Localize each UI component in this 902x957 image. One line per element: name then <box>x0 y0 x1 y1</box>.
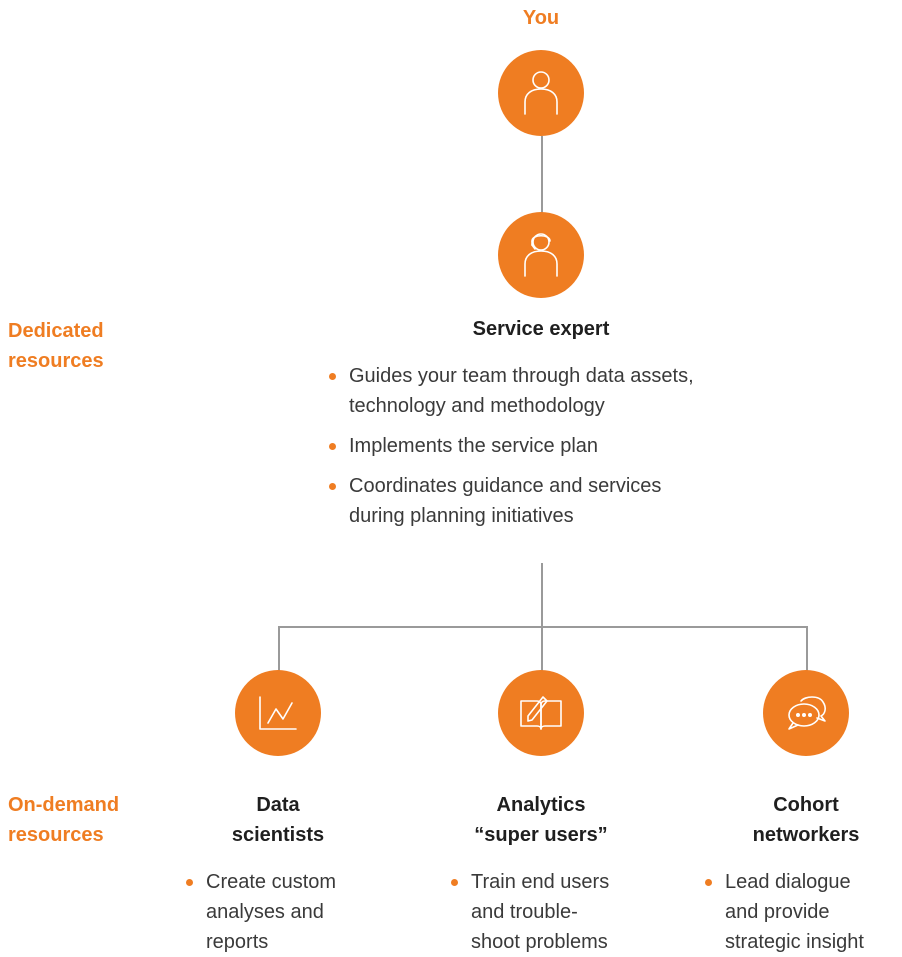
cohort-networkers-bullets: Lead dialogue and provide strategic insi… <box>703 867 901 957</box>
connector-horizontal <box>278 626 808 628</box>
analytics-super-users-title: Analytics “super users” <box>474 794 608 846</box>
cohort-networkers-node <box>763 670 849 756</box>
connector-expert-down <box>541 563 543 627</box>
connector-branch-right <box>806 626 808 674</box>
service-expert-bullets: Guides your team through data assets, te… <box>327 361 807 531</box>
list-item: Create custom analyses and reports <box>184 867 384 957</box>
service-expert-title: Service expert <box>472 318 610 340</box>
list-item: Implements the service plan <box>327 431 807 461</box>
service-expert-node <box>498 212 584 298</box>
on-demand-resources-label: On-demand resources <box>8 794 120 846</box>
cohort-networkers-title: Cohort networkers <box>752 794 860 846</box>
list-item: Guides your team through data assets, te… <box>327 361 807 421</box>
person-icon <box>524 71 558 115</box>
line-chart-icon <box>259 696 297 730</box>
list-item: Train end users and trouble- shoot probl… <box>449 867 649 957</box>
connector-branch-left <box>278 626 280 674</box>
you-node <box>498 50 584 136</box>
you-label: You <box>522 7 560 29</box>
analytics-super-users-node <box>498 670 584 756</box>
dedicated-resources-label: Dedicated resources <box>8 320 104 372</box>
data-scientists-node <box>235 670 321 756</box>
data-scientists-title: Data scientists <box>231 794 325 846</box>
book-pencil-icon <box>520 696 562 730</box>
chat-bubbles-icon <box>788 696 826 730</box>
list-item: Lead dialogue and provide strategic insi… <box>703 867 901 957</box>
connector-branch-middle <box>541 626 543 674</box>
analytics-super-users-bullets: Train end users and trouble- shoot probl… <box>449 867 649 957</box>
list-item: Coordinates guidance and services during… <box>327 471 807 531</box>
connector-you-to-expert <box>541 136 543 214</box>
headset-person-icon <box>524 233 558 277</box>
data-scientists-bullets: Create custom analyses and reports <box>184 867 384 957</box>
